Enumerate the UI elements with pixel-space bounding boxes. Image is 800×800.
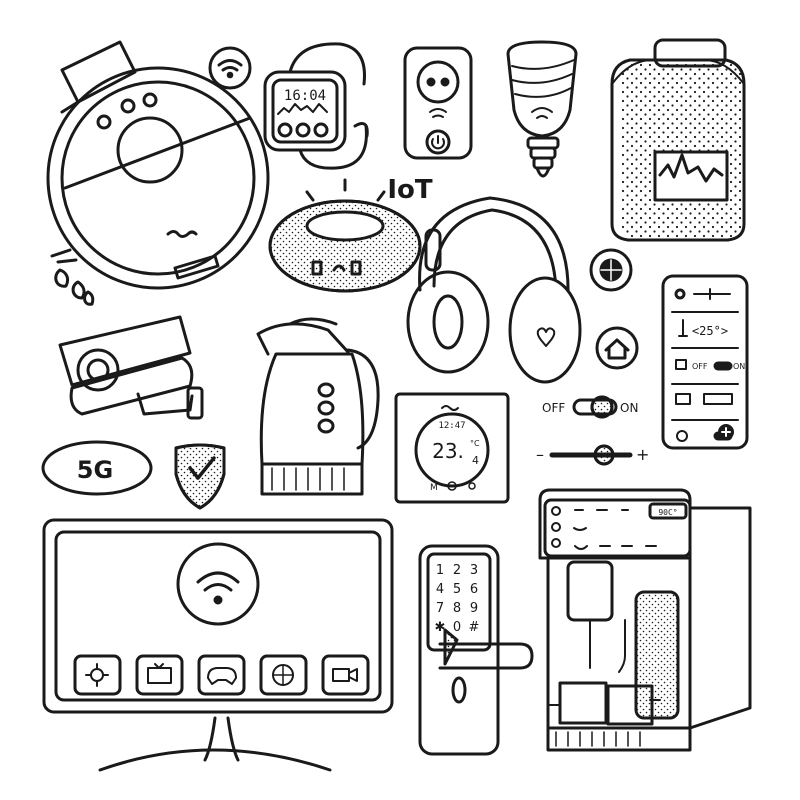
tv-icon: [135, 654, 184, 696]
keypad-key: ✱: [435, 620, 446, 635]
security-camera-icon: [58, 315, 204, 420]
thermostat-icon: 12:47 23. 4 °C M: [394, 392, 510, 504]
keypad-key: 4: [436, 582, 444, 597]
toggle-switch: OFF ON: [542, 395, 638, 419]
keypad-key: 1: [436, 563, 444, 578]
toggle-on-label: ON: [620, 401, 638, 415]
slider-plus: +: [636, 445, 649, 464]
thermostat-temp-decimal: 4: [472, 454, 479, 467]
smart-bulb-icon: [506, 40, 578, 178]
keypad-key: 0: [453, 620, 461, 635]
headphones-icon: [406, 196, 582, 384]
phone-off-label: OFF: [692, 362, 708, 371]
coffee-temp: 90C°: [658, 508, 677, 517]
slider-minus: –: [536, 445, 544, 464]
thermostat-time: 12:47: [438, 421, 465, 431]
smart-lock-icon: [418, 544, 534, 756]
iot-label: IoT: [387, 175, 433, 205]
keypad-key: 6: [470, 582, 478, 597]
smartwatch-icon: 16:04: [263, 42, 369, 170]
robot-vacuum-icon: [46, 40, 270, 306]
sun-icon: [73, 654, 122, 696]
smart-speaker-icon: [610, 38, 746, 242]
shield-check-icon: [174, 443, 226, 510]
5g-label: 5G: [77, 456, 113, 484]
5g-badge-icon: 5G: [41, 440, 153, 496]
globe-icon: [259, 654, 308, 696]
smart-plug-icon: [403, 46, 473, 160]
smart-tv-icon: [42, 518, 394, 772]
electric-kettle-icon: [256, 317, 380, 496]
wifi-badge-icon: [208, 46, 252, 90]
camera-icon: [321, 654, 370, 696]
toggle-off-label: OFF: [542, 401, 565, 415]
coffee-machine-icon: 90C°: [538, 488, 752, 752]
smartphone-app-icon: <25°> OFF ON: [661, 274, 749, 450]
gamepad-icon: [197, 654, 246, 696]
tv-app-row: [73, 654, 370, 696]
phone-on-label: ON: [733, 362, 745, 371]
phone-temp-readout: <25°>: [692, 324, 728, 338]
watch-time: 16:04: [284, 88, 326, 104]
keypad-key: 5: [453, 582, 461, 597]
home-badge-icon: [595, 326, 639, 370]
keypad-key: 9: [470, 601, 478, 616]
keypad-key: #: [469, 620, 480, 635]
keypad-key: 2: [453, 563, 461, 578]
keypad-key: 7: [436, 601, 444, 616]
globe-badge-icon: [589, 248, 633, 292]
thermostat-unit: °C: [470, 439, 480, 448]
keypad-key: 8: [453, 601, 461, 616]
smart-hub-icon: [268, 178, 422, 293]
keypad-key: 3: [470, 563, 478, 578]
thermostat-temp-main: 23.: [432, 439, 464, 463]
thermostat-mode: M: [430, 483, 438, 493]
volume-slider: – +: [536, 444, 649, 466]
